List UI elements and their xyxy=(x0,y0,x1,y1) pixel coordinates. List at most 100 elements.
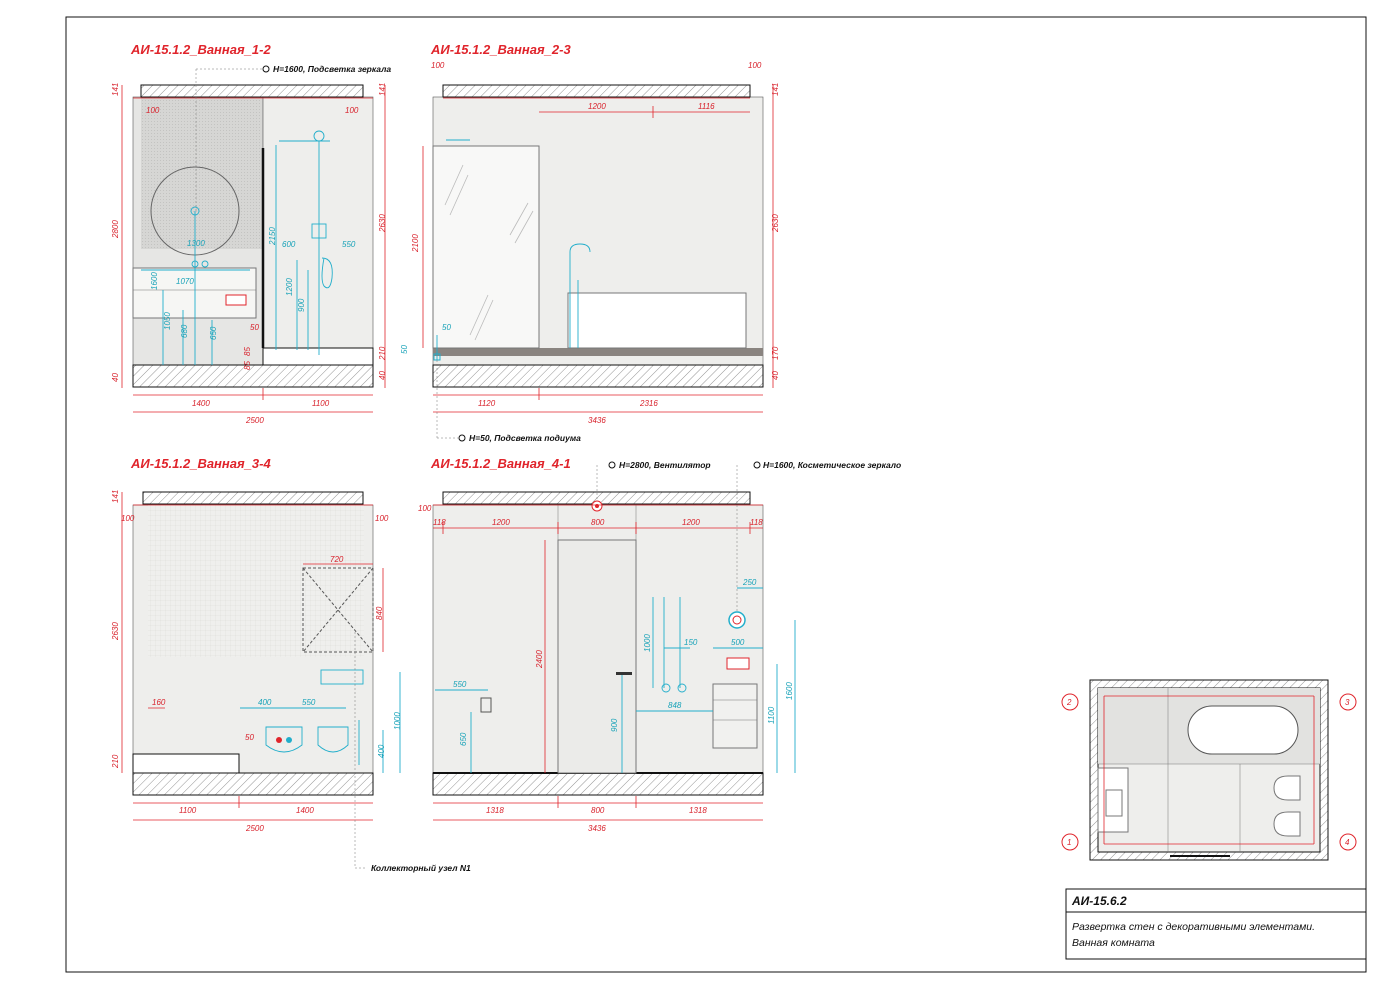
dimension-label: 40 xyxy=(378,371,387,380)
fan-icon xyxy=(591,500,603,512)
dimension-label: 1 xyxy=(1067,838,1071,847)
dimension-label: 500 xyxy=(731,638,745,647)
plan-marker-1: 1 xyxy=(1061,833,1079,851)
view-4-1: АИ-15.1.2_Ванная_4-1 100 xyxy=(418,456,901,833)
dimension-label: Коллекторный узел N1 xyxy=(371,863,471,873)
dimension-label: 1400 xyxy=(296,806,314,815)
dimension-label: Н=1600, Подсветка зеркала xyxy=(273,64,391,74)
dimension-label: 50 xyxy=(400,345,409,354)
cosmetic-mirror-icon xyxy=(728,611,746,629)
dimension-label: Н=2800, Вентилятор xyxy=(619,460,711,470)
key-plan xyxy=(1089,679,1329,861)
bathtub xyxy=(567,292,747,349)
dimension-label: 100 xyxy=(146,106,160,115)
tile-area xyxy=(148,505,364,657)
dimension-label: Н=1600, Косметическое зеркало xyxy=(763,460,901,470)
bidet-icon xyxy=(265,726,303,753)
stamp-code: АИ-15.6.2 xyxy=(1071,894,1127,908)
view-title: АИ-15.1.2_Ванная_4-1 xyxy=(430,456,571,471)
dimension-label: 100 xyxy=(121,514,135,523)
dimension-label: 1600 xyxy=(150,272,159,290)
dimension-label: 141 xyxy=(378,83,387,96)
dimension-label: 100 xyxy=(345,106,359,115)
dimension-label: 1070 xyxy=(176,277,194,286)
dimension-label: 680 xyxy=(180,324,189,338)
dimension-label: 800 xyxy=(591,806,605,815)
dimension-label: 1300 xyxy=(187,239,205,248)
dimension-label: 40 xyxy=(771,371,780,380)
dimension-label: 840 xyxy=(375,606,384,620)
dimension-label: 250 xyxy=(742,578,757,587)
dimension-label: 1200 xyxy=(588,102,606,111)
dimension-label: 1100 xyxy=(767,706,776,724)
plan-marker-4: 4 xyxy=(1339,833,1357,851)
plan-bidet xyxy=(1273,811,1301,837)
dimension-label: 2400 xyxy=(535,650,544,669)
view-title: АИ-15.1.2_Ванная_1-2 xyxy=(130,42,271,57)
toilet-icon xyxy=(317,669,364,765)
note-marker-icon xyxy=(458,434,466,442)
dimension-label: 141 xyxy=(771,83,780,96)
dimension-label: 1200 xyxy=(285,278,294,296)
dimension-label: 2630 xyxy=(378,214,387,233)
socket-icon xyxy=(225,294,247,306)
dimension-label: Н=50, Подсветка подиума xyxy=(469,433,581,443)
view-title: АИ-15.1.2_Ванная_3-4 xyxy=(130,456,271,471)
view-3-4: АИ-15.1.2_Ванная_3-4 100 100 141 2630 21… xyxy=(111,456,471,873)
plan-bathtub xyxy=(1187,705,1299,755)
floor-slab xyxy=(132,772,374,796)
ceiling-slab xyxy=(140,84,364,98)
cabinet xyxy=(712,683,758,749)
mirror-panel xyxy=(141,97,262,249)
door-handle-icon xyxy=(616,672,632,675)
dimension-label: 650 xyxy=(459,732,468,746)
vanity xyxy=(132,267,257,319)
dimension-label: 170 xyxy=(771,346,780,360)
dimension-label: 3436 xyxy=(588,824,606,833)
dimension-label: 85 xyxy=(243,361,252,370)
dimension-label: 550 xyxy=(342,240,356,249)
dimension-label: 2630 xyxy=(771,214,780,233)
dimension-label: 150 xyxy=(684,638,698,647)
podium xyxy=(433,348,763,356)
dimension-label: 1100 xyxy=(312,399,330,408)
dimension-label: 3 xyxy=(1345,698,1350,707)
bath-faucet-icon xyxy=(569,243,591,348)
dimension-label: 1600 xyxy=(785,682,794,700)
dimension-label: 900 xyxy=(610,718,619,732)
socket-icon xyxy=(726,657,750,670)
podium xyxy=(262,347,374,366)
dimension-label: 2500 xyxy=(245,824,264,833)
dimension-label: 1116 xyxy=(698,102,715,111)
ceiling-slab xyxy=(142,491,364,505)
dimension-label: 210 xyxy=(111,754,120,769)
plan-toilet xyxy=(1273,775,1301,801)
podium xyxy=(132,753,240,774)
dimension-label: 100 xyxy=(748,61,762,70)
dimension-label: 1000 xyxy=(393,712,402,730)
dimension-label: 2150 xyxy=(268,227,277,246)
dimension-label: 141 xyxy=(111,83,120,96)
dimension-label: 900 xyxy=(297,298,306,312)
dimension-label: 1200 xyxy=(682,518,700,527)
dimension-label: 85 xyxy=(243,347,252,356)
dimension-label: 1200 xyxy=(492,518,510,527)
dimension-label: 141 xyxy=(111,490,120,503)
access-hatch xyxy=(302,567,374,653)
paper-holder-icon xyxy=(480,697,492,713)
plan-marker-3: 3 xyxy=(1339,693,1357,711)
dimension-label: 1400 xyxy=(192,399,210,408)
dimension-label: 3436 xyxy=(588,416,606,425)
dimension-label: 1318 xyxy=(689,806,707,815)
dimension-label: 1100 xyxy=(179,806,197,815)
note-marker-icon xyxy=(608,461,616,469)
glass-partition xyxy=(432,145,540,349)
dimension-label: 100 xyxy=(375,514,389,523)
dimension-label: 1120 xyxy=(478,399,496,408)
dimension-label: 400 xyxy=(258,698,272,707)
dimension-label: 800 xyxy=(591,518,605,527)
faucet-icon xyxy=(190,206,209,365)
title-stamp: АИ-15.6.2 Развертка стен с декоративными… xyxy=(1065,888,1367,960)
dimension-label: 848 xyxy=(668,701,682,710)
dimension-label: 2800 xyxy=(111,220,120,239)
